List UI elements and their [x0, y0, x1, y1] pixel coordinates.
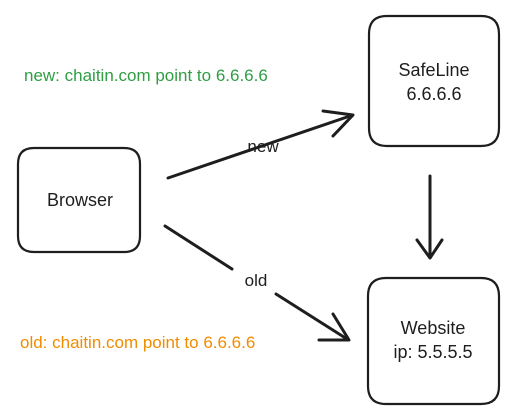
website-box	[366, 276, 501, 406]
safeline-ip: 6.6.6.6	[406, 84, 461, 104]
arrow-safeline-website	[415, 174, 444, 260]
arrow-new	[166, 109, 355, 180]
website-name: Website	[401, 318, 466, 338]
arrow-old	[163, 224, 351, 342]
note-old: old: chaitin.com point to 6.6.6.6	[20, 333, 255, 352]
safeline-box	[367, 14, 501, 148]
edge-label-new: new	[247, 137, 279, 156]
browser-box	[16, 146, 142, 254]
browser-label: Browser	[47, 190, 113, 210]
browser-node: Browser	[16, 146, 142, 254]
website-node: Website ip: 5.5.5.5	[366, 276, 501, 406]
safeline-name: SafeLine	[398, 60, 469, 80]
note-new: new: chaitin.com point to 6.6.6.6	[24, 66, 268, 85]
website-ip: ip: 5.5.5.5	[393, 342, 472, 362]
edge-label-old: old	[245, 271, 268, 290]
safeline-node: SafeLine 6.6.6.6	[367, 14, 501, 148]
